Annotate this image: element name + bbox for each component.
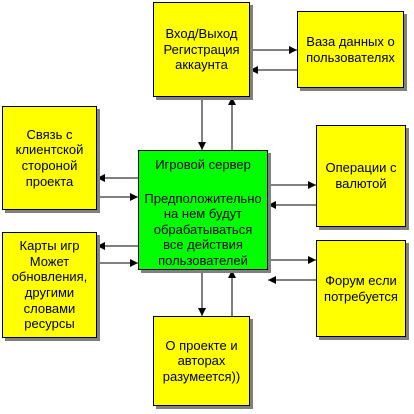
node-login: Вход/Выход Регистрация аккаунта — [153, 2, 250, 97]
node-forum-label: Форум если потребуется — [324, 272, 398, 304]
node-game-server: Игровой сервер Предположительно на нем б… — [138, 150, 268, 270]
node-forum: Форум если потребуется — [316, 240, 406, 337]
node-currency-label: Операции с валютой — [325, 160, 397, 191]
node-about-label: О проекте и авторах разумеется)) — [162, 337, 241, 384]
node-about: О проекте и авторах разумеется)) — [153, 316, 250, 406]
game-server-description: Предположительно на нем будут обрабатыва… — [144, 190, 262, 268]
node-database-label: Ваза данных о пользователях — [306, 33, 395, 65]
node-client-label: Связь с клиентской стороной проекта — [15, 126, 84, 189]
node-maps: Карты игр Может обновления, другими слов… — [2, 232, 97, 338]
game-server-title: Игровой сервер — [155, 157, 251, 172]
node-database: Ваза данных о пользователях — [297, 11, 404, 88]
node-client: Связь с клиентской стороной проекта — [2, 106, 97, 210]
node-currency: Операции с валютой — [316, 125, 406, 227]
node-maps-label: Карты игр Может обновления, другими слов… — [11, 238, 88, 332]
node-login-label: Вход/Выход Регистрация аккаунта — [163, 26, 240, 73]
